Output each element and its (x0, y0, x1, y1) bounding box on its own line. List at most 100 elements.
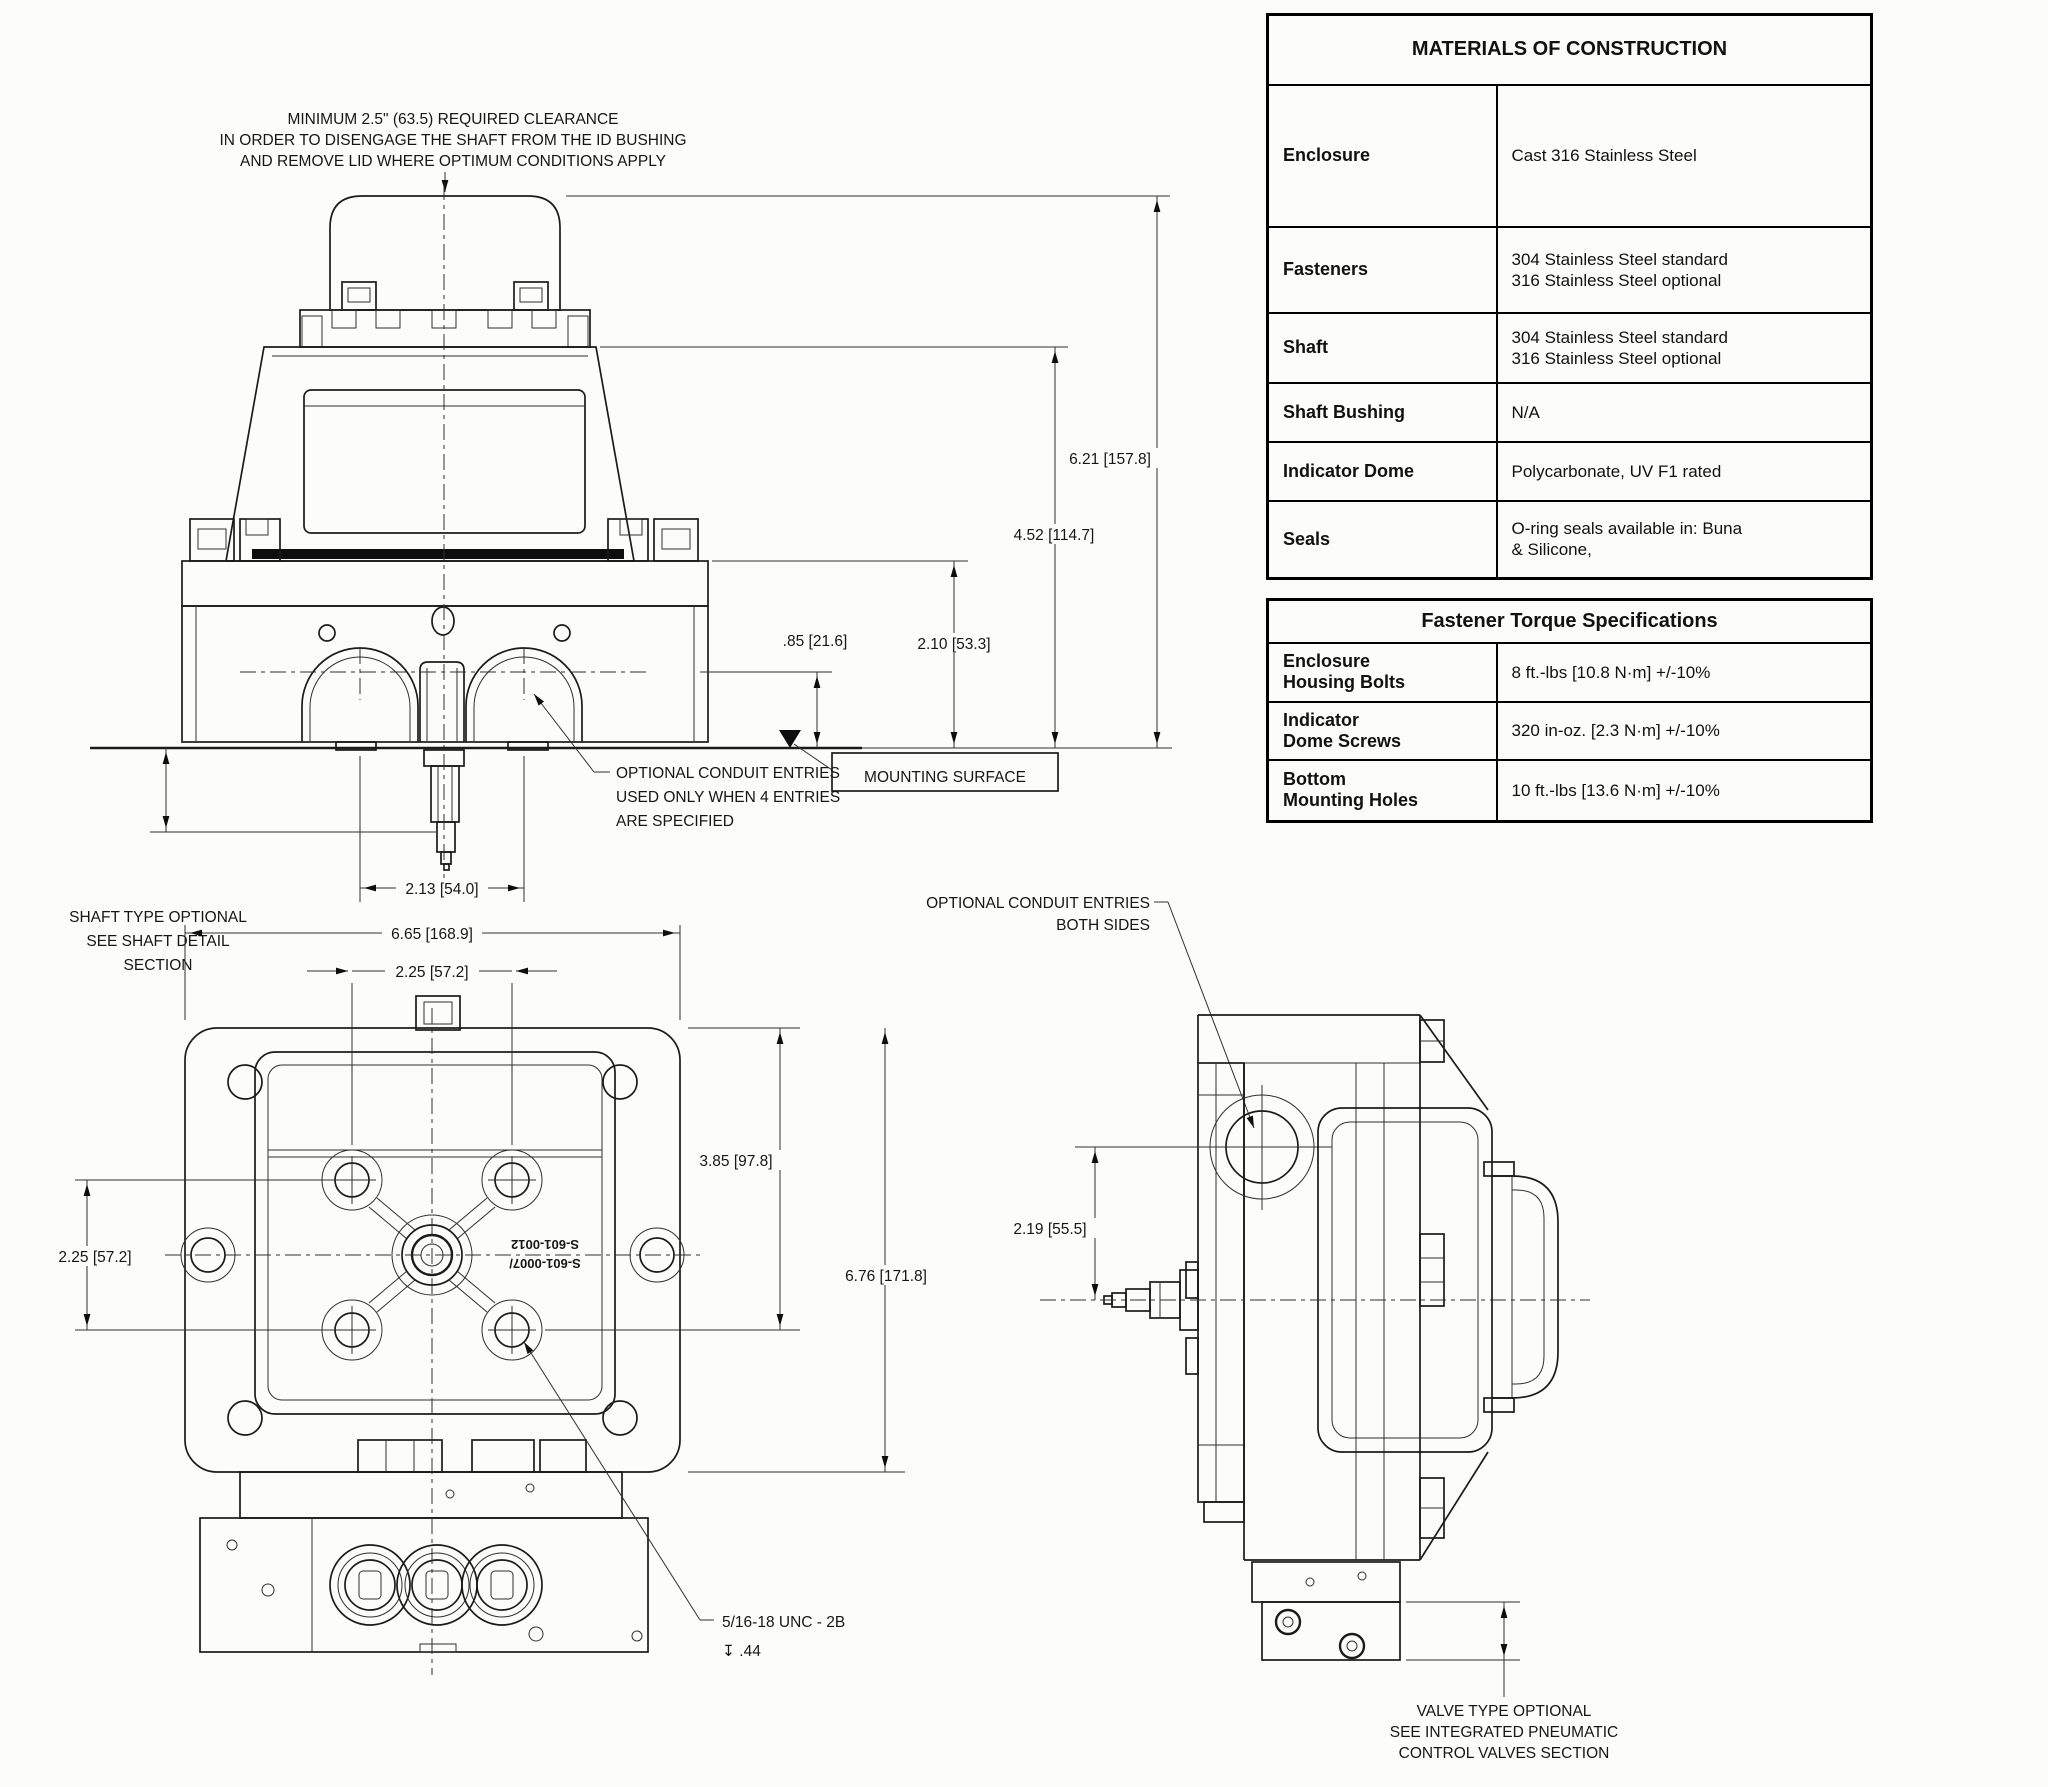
materials-row-label: Fasteners (1266, 225, 1498, 314)
clearance-note-line3: AND REMOVE LID WHERE OPTIMUM CONDITIONS … (240, 153, 666, 170)
svg-text:3.85 [97.8]: 3.85 [97.8] (699, 1153, 772, 1170)
cell-line: Enclosure (1283, 651, 1371, 671)
torque-table: Fastener Torque Specifications Enclosure… (1266, 598, 1873, 823)
svg-text:2.10 [53.3]: 2.10 [53.3] (917, 636, 990, 653)
dim-conduit-to-shaft: 2.19 [55.5] (1002, 1146, 1200, 1300)
dim-bolt-spacing-y: 2.25 [57.2] (49, 1179, 330, 1331)
materials-row-label: Seals (1266, 499, 1498, 580)
dim-bolt-spacing-x: 2.25 [57.2] (307, 961, 557, 1145)
materials-row-value: 304 Stainless Steel standard 316 Stainle… (1495, 225, 1873, 314)
conduit-entry-side (1198, 1085, 1332, 1210)
svg-text:OPTIONAL CONDUIT ENTRIES: OPTIONAL CONDUIT ENTRIES (616, 765, 840, 782)
svg-text:OPTIONAL CONDUIT ENTRIES: OPTIONAL CONDUIT ENTRIES (926, 895, 1150, 912)
cell-line: Bottom (1283, 769, 1346, 790)
bottom-view: S-601-0007/ S-601-0012 (49, 923, 937, 1675)
mount-hole-tr (602, 1064, 638, 1100)
mounting-surface-symbol (779, 730, 801, 748)
dim-total-height: 6.21 [157.8] (1059, 196, 1161, 748)
svg-text:VALVE TYPE OPTIONAL: VALVE TYPE OPTIONAL (1417, 1703, 1592, 1720)
cell-line: Dome Screws (1283, 730, 1402, 751)
svg-text:SEE INTEGRATED PNEUMATIC: SEE INTEGRATED PNEUMATIC (1390, 1724, 1619, 1741)
dim-conduit-spacing: 2.13 [54.0] (359, 756, 525, 902)
dim-width-total: 6.65 [168.9] (184, 923, 681, 1020)
svg-text:USED ONLY WHEN 4 ENTRIES: USED ONLY WHEN 4 ENTRIES (616, 789, 840, 806)
mount-hole-br (602, 1400, 638, 1436)
svg-text:2.25 [57.2]: 2.25 [57.2] (58, 1249, 131, 1266)
cell-line: Indicator (1283, 709, 1360, 730)
materials-row-value: Cast 316 Stainless Steel (1495, 83, 1873, 228)
materials-row-value: Polycarbonate, UV F1 rated (1495, 440, 1873, 502)
lid-screw-hole-left (318, 624, 336, 642)
cell-line: O-ring seals available in: Buna (1511, 519, 1743, 539)
enclosure-base-front (181, 605, 709, 751)
materials-row-value: 304 Stainless Steel standard 316 Stainle… (1495, 311, 1873, 384)
torque-table-title: Fastener Torque Specifications (1266, 598, 1873, 644)
valve-type-note: VALVE TYPE OPTIONAL SEE INTEGRATED PNEUM… (1390, 1601, 1619, 1762)
materials-row-label: Enclosure (1266, 83, 1498, 228)
svg-text:2.19 [55.5]: 2.19 [55.5] (1013, 1221, 1086, 1238)
svg-text:2.13 [54.0]: 2.13 [54.0] (405, 881, 478, 898)
thread-callout: 5/16-18 UNC - 2B ↧ .44 (523, 1341, 845, 1660)
part-number: S-601-0007/ S-601-0012 (509, 1237, 581, 1271)
cell-line: 316 Stainless Steel optional (1511, 270, 1722, 290)
clearance-note-line2: IN ORDER TO DISENGAGE THE SHAFT FROM THE… (219, 132, 686, 149)
cell-line: Mounting Holes (1283, 790, 1418, 811)
materials-row-value: O-ring seals available in: Buna & Silico… (1495, 499, 1873, 580)
dim-flange-height: 2.10 [53.3] (906, 561, 1002, 748)
svg-text:6.76 [171.8]: 6.76 [171.8] (845, 1268, 927, 1285)
svg-text:2.25 [57.2]: 2.25 [57.2] (395, 964, 468, 981)
dim-conduit-height: .85 [21.6] (783, 633, 847, 748)
mount-hole-bl (227, 1400, 263, 1436)
mount-hole-tl (227, 1064, 263, 1100)
mounting-surface-box (831, 752, 1059, 792)
cell-line: 304 Stainless Steel standard (1511, 327, 1728, 347)
svg-text:6.65 [168.9]: 6.65 [168.9] (391, 926, 473, 943)
dim-shaft-length (150, 748, 436, 833)
dome-base-strip (299, 309, 591, 348)
dim-bolt-from-top: 3.85 [97.8] (545, 1027, 800, 1331)
materials-row-value: N/A (1495, 381, 1873, 443)
enclosure-body-bottom (254, 1051, 616, 1415)
cell-line: N/A (1511, 402, 1540, 422)
conduit-note-side: OPTIONAL CONDUIT ENTRIES BOTH SIDES (926, 895, 1255, 1129)
conduit-note-front: OPTIONAL CONDUIT ENTRIES USED ONLY WHEN … (533, 693, 840, 830)
materials-row-label: Shaft (1266, 311, 1498, 384)
materials-table-title: MATERIALS OF CONSTRUCTION (1266, 13, 1873, 86)
cell-line: Housing Bolts (1283, 672, 1405, 692)
front-view: MINIMUM 2.5" (63.5) REQUIRED CLEARANCE I… (69, 111, 1172, 974)
cell-line: 316 Stainless Steel optional (1511, 348, 1722, 368)
svg-text:CONTROL VALVES SECTION: CONTROL VALVES SECTION (1399, 1745, 1610, 1762)
materials-row-label: Indicator Dome (1266, 440, 1498, 502)
housing-side (1185, 1014, 1489, 1561)
svg-text:↧ .44: ↧ .44 (722, 1643, 761, 1660)
cell-line: Cast 316 Stainless Steel (1511, 146, 1697, 165)
cell-line: & Silicone, (1511, 540, 1592, 560)
shaft-front (423, 749, 465, 871)
clearance-note-line1: MINIMUM 2.5" (63.5) REQUIRED CLEARANCE (287, 111, 618, 128)
lid-screw-hole-right (553, 624, 571, 642)
shaft-note-line1: SHAFT TYPE OPTIONAL (69, 909, 247, 926)
svg-text:ARE SPECIFIED: ARE SPECIFIED (616, 813, 734, 830)
mounting-surface-label: MOUNTING SURFACE (864, 769, 1026, 786)
dim-height-total-bottom: 6.76 [171.8] (688, 1028, 937, 1473)
materials-row-label: Shaft Bushing (1266, 381, 1498, 443)
indicator-dome-front (329, 195, 561, 311)
side-view: OPTIONAL CONDUIT ENTRIES BOTH SIDES (926, 895, 1618, 1762)
materials-table: MATERIALS OF CONSTRUCTION Enclosure Cast… (1266, 13, 1874, 580)
svg-text:4.52 [114.7]: 4.52 [114.7] (1014, 527, 1095, 544)
valve-manifold-bottom (199, 1471, 649, 1653)
svg-text:S-601-0007/: S-601-0007/ (509, 1256, 581, 1271)
dim-lid-height: 4.52 [114.7] (1003, 347, 1105, 748)
top-tab (415, 995, 461, 1031)
lid-and-dome-side (1317, 1107, 1559, 1453)
torque-row-label: Indicator Dome Screws (1266, 700, 1498, 761)
svg-text:S-601-0012: S-601-0012 (511, 1237, 579, 1252)
svg-text:BOTH SIDES: BOTH SIDES (1056, 917, 1150, 934)
cell-line: 304 Stainless Steel standard (1511, 249, 1728, 269)
svg-text:5/16-18 UNC - 2B: 5/16-18 UNC - 2B (722, 1614, 845, 1631)
shaft-note-line2: SEE SHAFT DETAIL (86, 933, 230, 950)
enclosure-lid-front (224, 346, 636, 562)
shaft-note-line3: SECTION (124, 957, 193, 974)
